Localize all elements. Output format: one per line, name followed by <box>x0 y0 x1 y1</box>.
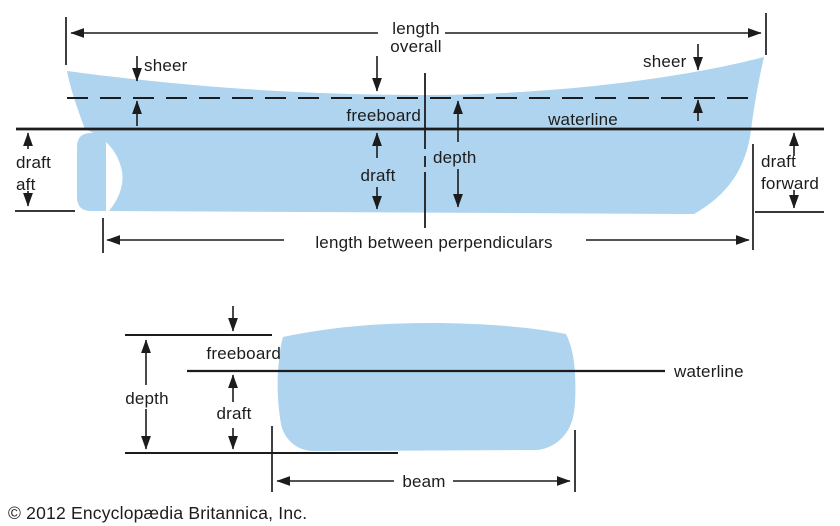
label-sheer-left: sheer <box>144 56 188 75</box>
label-length-overall-1: length <box>392 19 440 38</box>
label-freeboard-side: freeboard <box>346 106 421 125</box>
copyright-text: © 2012 Encyclopædia Britannica, Inc. <box>8 503 307 523</box>
label-waterline-side: waterline <box>547 110 618 129</box>
label-depth-cross: depth <box>125 389 169 408</box>
label-draft-forward-1: draft <box>761 152 796 171</box>
hull-side-profile <box>67 57 764 214</box>
label-length-between-perpendiculars: length between perpendiculars <box>315 233 552 252</box>
label-draft-cross: draft <box>216 404 251 423</box>
label-draft-aft-1: draft <box>16 153 51 172</box>
label-draft-aft-2: aft <box>16 175 36 194</box>
hull-cross-section <box>277 323 576 451</box>
label-draft-side: draft <box>360 166 395 185</box>
label-draft-forward-2: forward <box>761 174 819 193</box>
label-length-overall-2: overall <box>390 37 441 56</box>
label-beam: beam <box>402 472 445 491</box>
label-waterline-cross: waterline <box>673 362 744 381</box>
label-freeboard-cross: freeboard <box>206 344 281 363</box>
rudder-shape <box>77 133 106 211</box>
label-depth-side: depth <box>433 148 477 167</box>
label-sheer-right: sheer <box>643 52 687 71</box>
